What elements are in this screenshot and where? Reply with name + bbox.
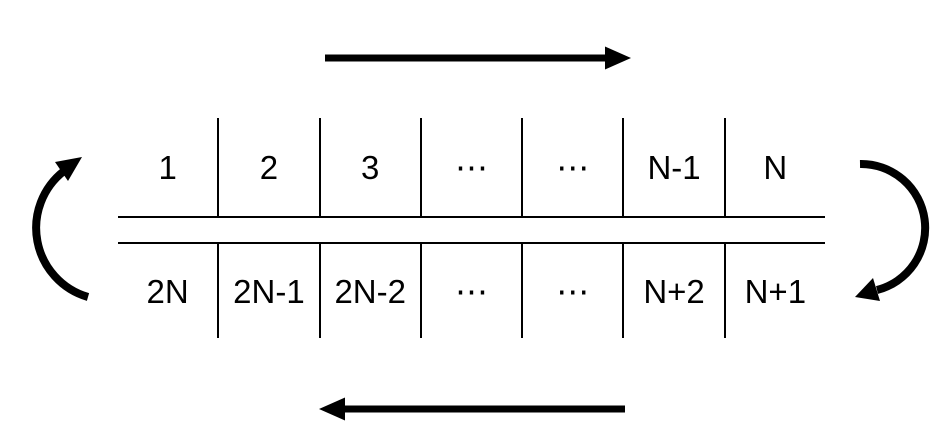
bottom-row-cell: N+1	[744, 272, 807, 310]
curved-arrow-up-icon	[32, 157, 90, 301]
top-row-cell: 3	[321, 118, 422, 216]
top-row-cell-ellipsis: ⋯	[523, 118, 625, 216]
bottom-row-cell-ellipsis: ⋯	[523, 244, 625, 338]
arrow-left-icon	[319, 397, 625, 421]
bottom-row-cell: 2N-2	[321, 244, 422, 338]
arrow-right-icon	[325, 46, 631, 70]
bottom-row-cell-ellipsis: ⋯	[422, 244, 524, 338]
curved-arrow-down-icon	[855, 159, 930, 301]
bottom-row-cell: N+2	[624, 244, 726, 338]
bottom-row-cell: 2N	[118, 244, 220, 338]
top-row: 1 2 3 ⋯ ⋯ N-1 N	[118, 118, 825, 218]
bottom-row-cell: 2N-1	[219, 244, 321, 338]
top-row-cell: 2	[219, 118, 321, 216]
bottom-row: 2N 2N-1 2N-2 ⋯ ⋯ N+2 N+1	[118, 242, 825, 338]
top-row-cell: 1	[118, 118, 220, 216]
top-row-cell: N-1	[624, 118, 726, 216]
top-row-cell: N	[763, 148, 788, 186]
top-row-cell-ellipsis: ⋯	[422, 118, 524, 216]
